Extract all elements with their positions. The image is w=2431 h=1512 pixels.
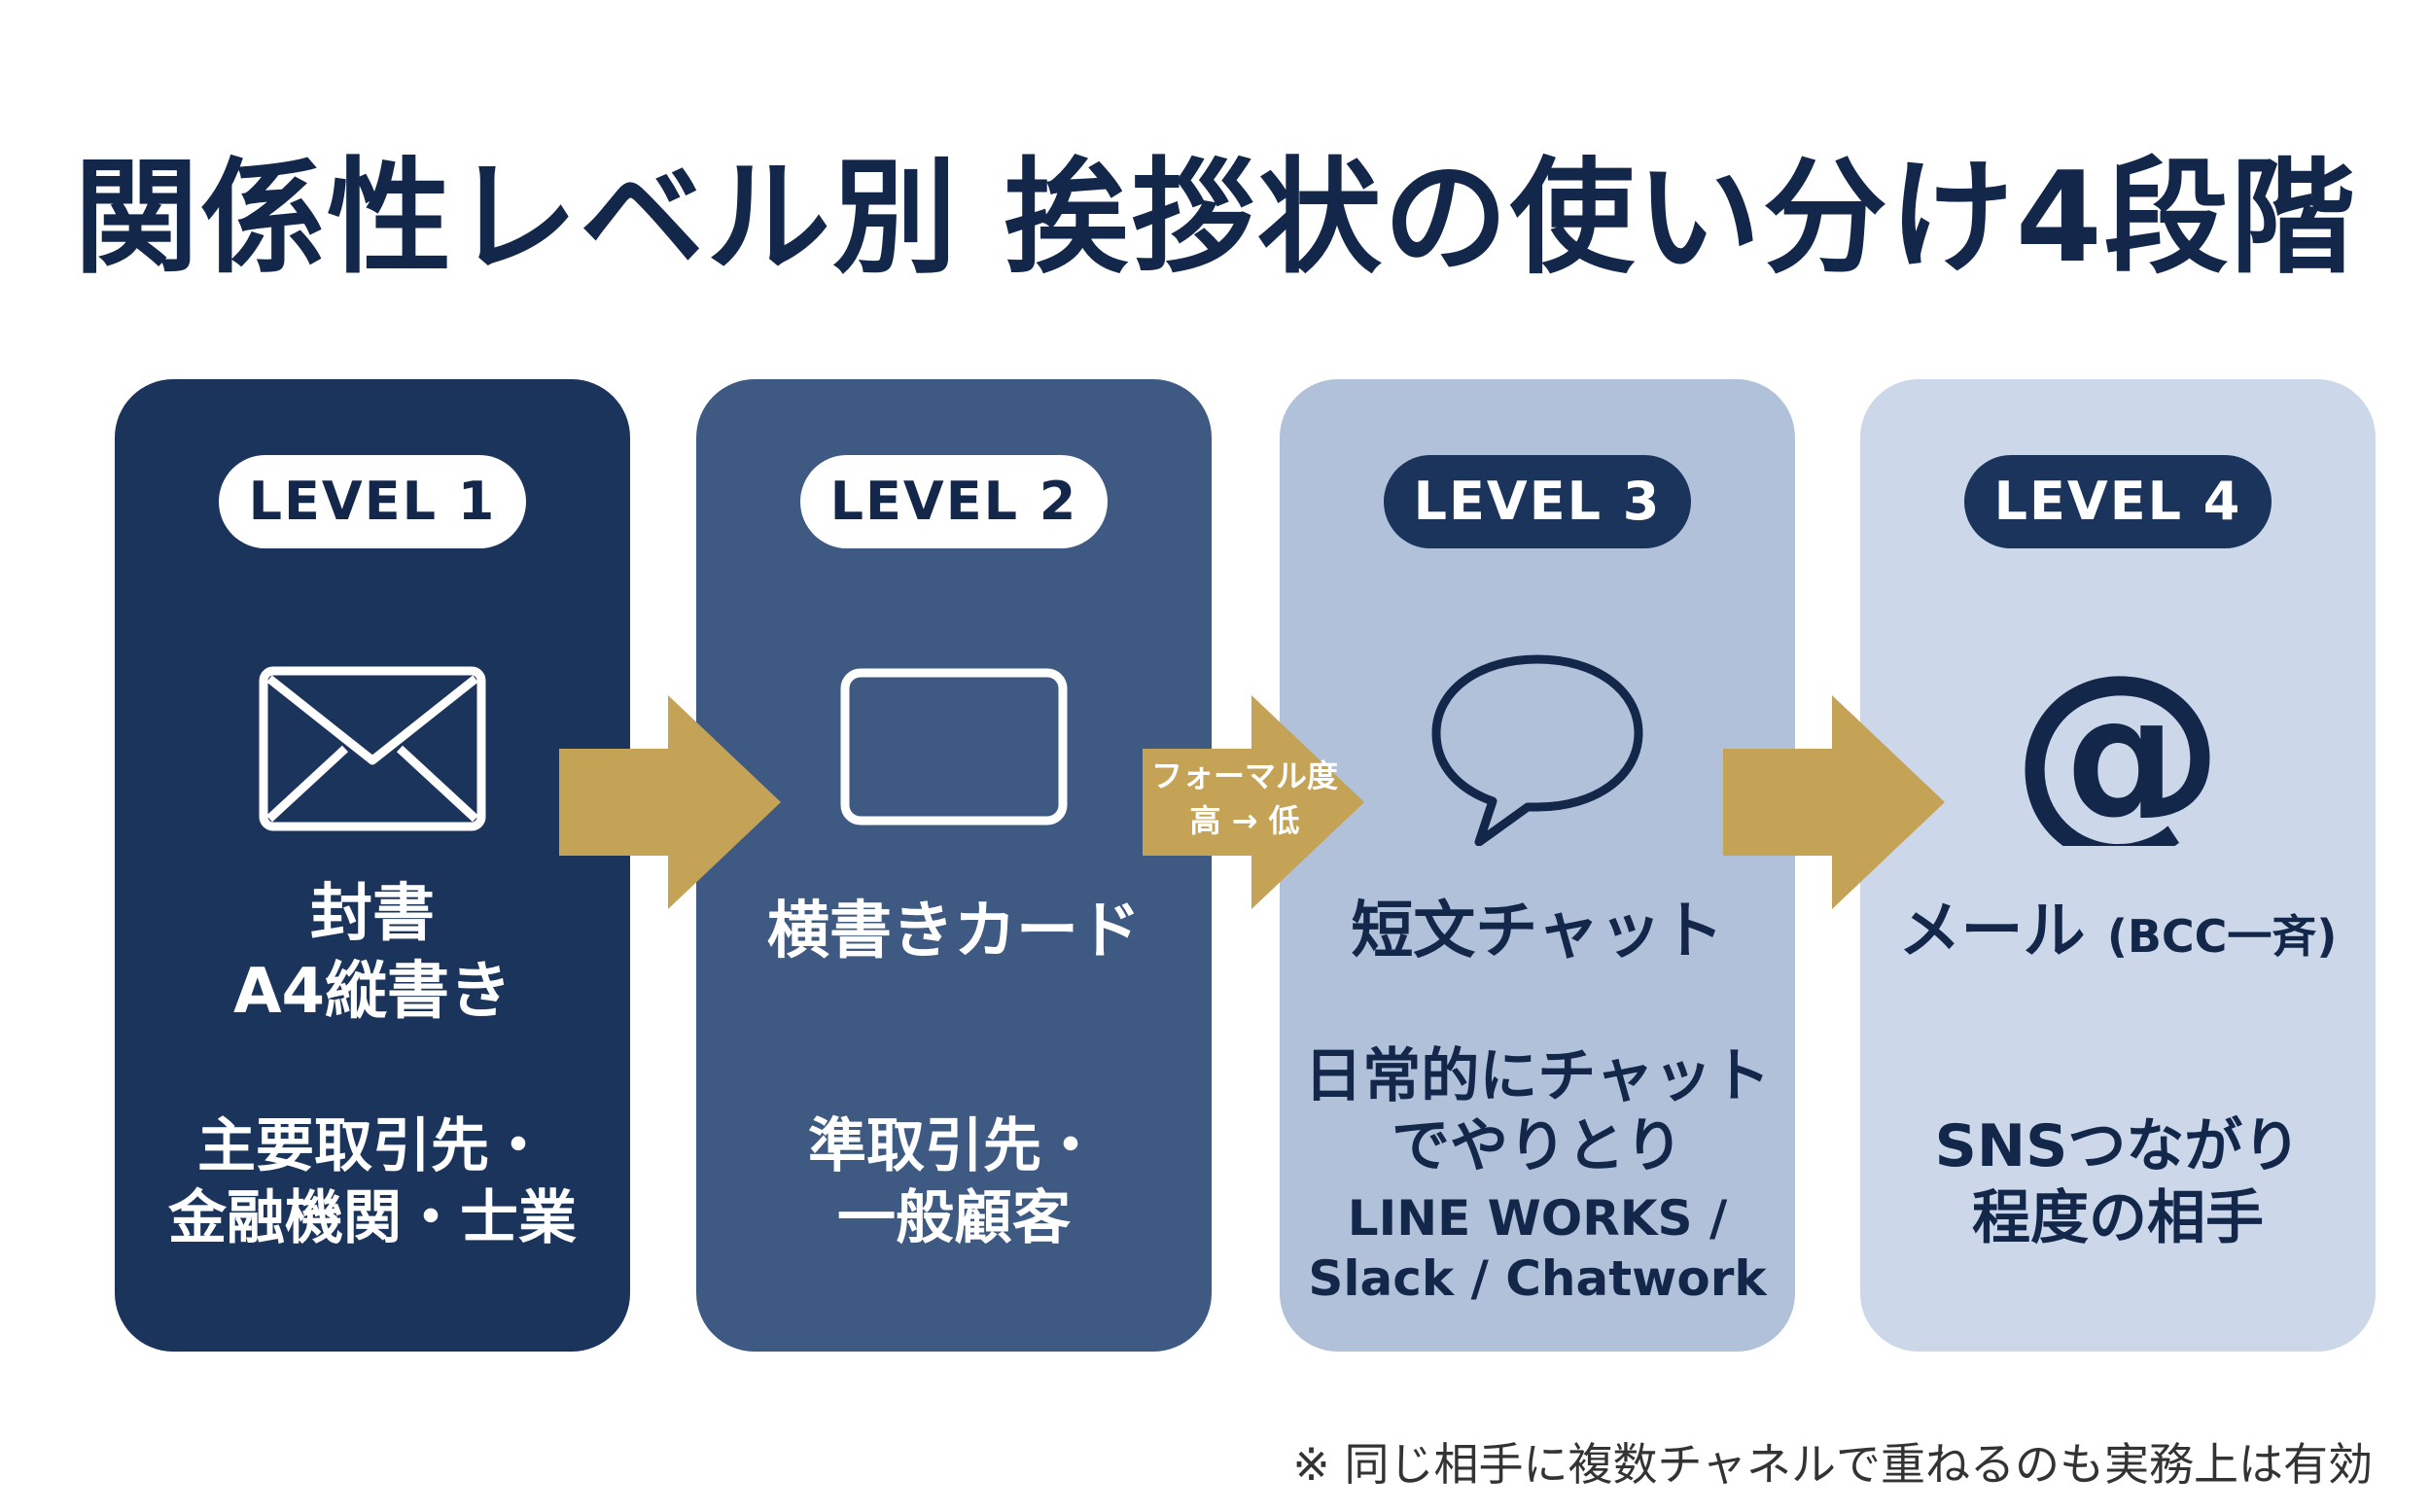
level-2-name-line1: 横書きカード — [767, 896, 1141, 967]
level-1-name-line1: 封書 — [310, 878, 435, 950]
level-4-name-main: メール — [1898, 896, 2086, 967]
at-sign-icon: @ — [2001, 628, 2235, 877]
level-4-desc-line2: 程度の相手 — [1972, 1184, 2264, 1252]
level-3-card: LEVEL 3 短文チャット 日常的にチャット でやりとり LINE WORKS… — [1280, 379, 1795, 1352]
footnote: ※ 同じ相手に複数チャネルで重ねるのも実務上は有効 — [1292, 1438, 2373, 1491]
arrow-3 — [1723, 695, 1945, 909]
arrow-2 — [1143, 695, 1364, 909]
level-4-desc-line1: SNSつながり — [1934, 1112, 2302, 1180]
level-3-badge: LEVEL 3 — [1384, 455, 1691, 548]
card-icon — [837, 651, 1071, 846]
level-1-desc-line1: 主要取引先・ — [197, 1112, 547, 1180]
arrow-1 — [559, 695, 781, 909]
formality-label: フォーマル度 高 → 低 — [1138, 754, 1352, 843]
page-title: 関係性レベル別 挨拶状の使い分け4段階 — [74, 146, 2357, 291]
level-1-name-line2: A4縦書き — [232, 956, 512, 1028]
formality-label-line1: フォーマル度 — [1150, 757, 1338, 794]
level-3-name-line1: 短文チャット — [1351, 896, 1724, 967]
level-4-card: LEVEL 4 @ メール (BCC一斉) SNSつながり 程度の相手 — [1860, 379, 2376, 1352]
level-2-desc-line2: 一般顧客 — [837, 1184, 1071, 1252]
level-4-name: メール (BCC一斉) — [1860, 893, 2376, 975]
level-3-sub-line2: Slack / Chatwork — [1308, 1250, 1767, 1307]
level-2-badge: LEVEL 2 — [800, 455, 1108, 548]
formality-label-line2: 高 → 低 — [1189, 802, 1300, 839]
envelope-icon — [256, 651, 489, 846]
level-2-desc-line1: 準取引先・ — [808, 1112, 1100, 1180]
level-2-card: LEVEL 2 横書きカード 準取引先・ 一般顧客 — [696, 379, 1212, 1352]
level-4-badge: LEVEL 4 — [1964, 455, 2272, 548]
level-4-name-suffix: (BCC一斉) — [2106, 910, 2338, 963]
level-1-card: LEVEL 1 封書 A4縦書き 主要取引先・ 金融機関・士業 — [115, 379, 630, 1352]
level-3-desc-line2: でやりとり — [1392, 1112, 1683, 1180]
level-1-badge: LEVEL 1 — [219, 455, 526, 548]
level-1-desc-line2: 金融機関・士業 — [168, 1184, 577, 1252]
svg-text:@: @ — [2011, 651, 2225, 846]
level-3-desc-line1: 日常的にチャット — [1304, 1042, 1771, 1110]
chat-bubble-icon — [1421, 651, 1654, 847]
level-3-sub-line1: LINE WORKS / — [1347, 1190, 1728, 1247]
